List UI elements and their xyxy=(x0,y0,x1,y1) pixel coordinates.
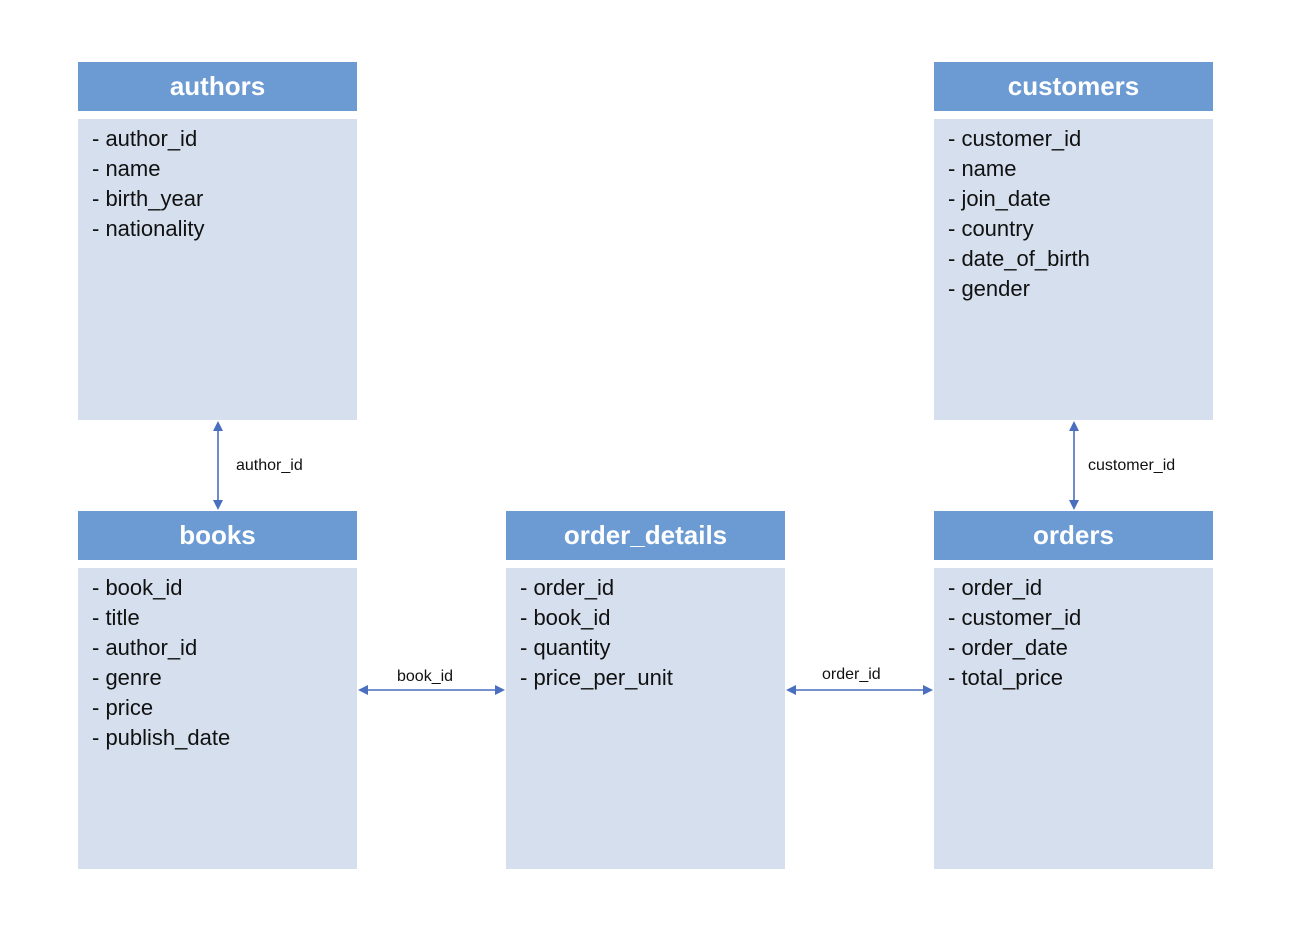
field-gender: - gender xyxy=(948,276,1030,301)
entity-books-fields: - book_id - title - author_id - genre - … xyxy=(78,568,357,869)
field-title: - title xyxy=(92,605,140,630)
field-join-date: - join_date xyxy=(948,186,1051,211)
field-country: - country xyxy=(948,216,1034,241)
field-genre: - genre xyxy=(92,665,162,690)
entity-order-details-title: order_details xyxy=(506,511,785,560)
field-book-id: - book_id xyxy=(92,575,183,600)
field-price: - price xyxy=(92,695,154,720)
field-author-id: - author_id xyxy=(92,635,198,660)
field-nationality: - nationality xyxy=(92,216,205,241)
field-birth-year: - birth_year xyxy=(92,186,204,211)
entity-orders: orders - order_id - customer_id - order_… xyxy=(934,511,1213,869)
field-order-date: - order_date xyxy=(948,635,1068,660)
field-date-of-birth: - date_of_birth xyxy=(948,246,1090,271)
field-quantity: - quantity xyxy=(520,635,611,660)
field-name: - name xyxy=(948,156,1017,181)
entity-orders-title: orders xyxy=(934,511,1213,560)
entity-order-details: order_details - order_id - book_id - qua… xyxy=(506,511,785,869)
relationship-label-customer-id: customer_id xyxy=(1088,457,1176,474)
field-customer-id: - customer_id xyxy=(948,126,1082,151)
relationship-label-author-id: author_id xyxy=(236,457,303,474)
entity-orders-fields: - order_id - customer_id - order_date - … xyxy=(934,568,1213,869)
entity-customers-fields: - customer_id - name - join_date - count… xyxy=(934,119,1213,420)
field-total-price: - total_price xyxy=(948,665,1063,690)
field-price-per-unit: - price_per_unit xyxy=(520,665,673,690)
relationship-label-book-id: book_id xyxy=(397,668,454,685)
field-name: - name xyxy=(92,156,161,181)
entity-customers-title: customers xyxy=(934,62,1213,111)
entity-order-details-fields: - order_id - book_id - quantity - price_… xyxy=(506,568,785,869)
field-order-id: - order_id xyxy=(520,575,615,600)
field-order-id: - order_id xyxy=(948,575,1043,600)
field-customer-id: - customer_id xyxy=(948,605,1082,630)
field-author-id: - author_id xyxy=(92,126,198,151)
entity-authors-title: authors xyxy=(78,62,357,111)
entity-authors: authors - author_id - name - birth_year … xyxy=(78,62,357,420)
field-book-id: - book_id xyxy=(520,605,611,630)
entity-authors-fields: - author_id - name - birth_year - nation… xyxy=(78,119,357,420)
entity-books-title: books xyxy=(78,511,357,560)
field-publish-date: - publish_date xyxy=(92,725,231,750)
relationship-label-order-id: order_id xyxy=(822,666,881,683)
entity-books: books - book_id - title - author_id - ge… xyxy=(78,511,357,869)
entity-customers: customers - customer_id - name - join_da… xyxy=(934,62,1213,420)
